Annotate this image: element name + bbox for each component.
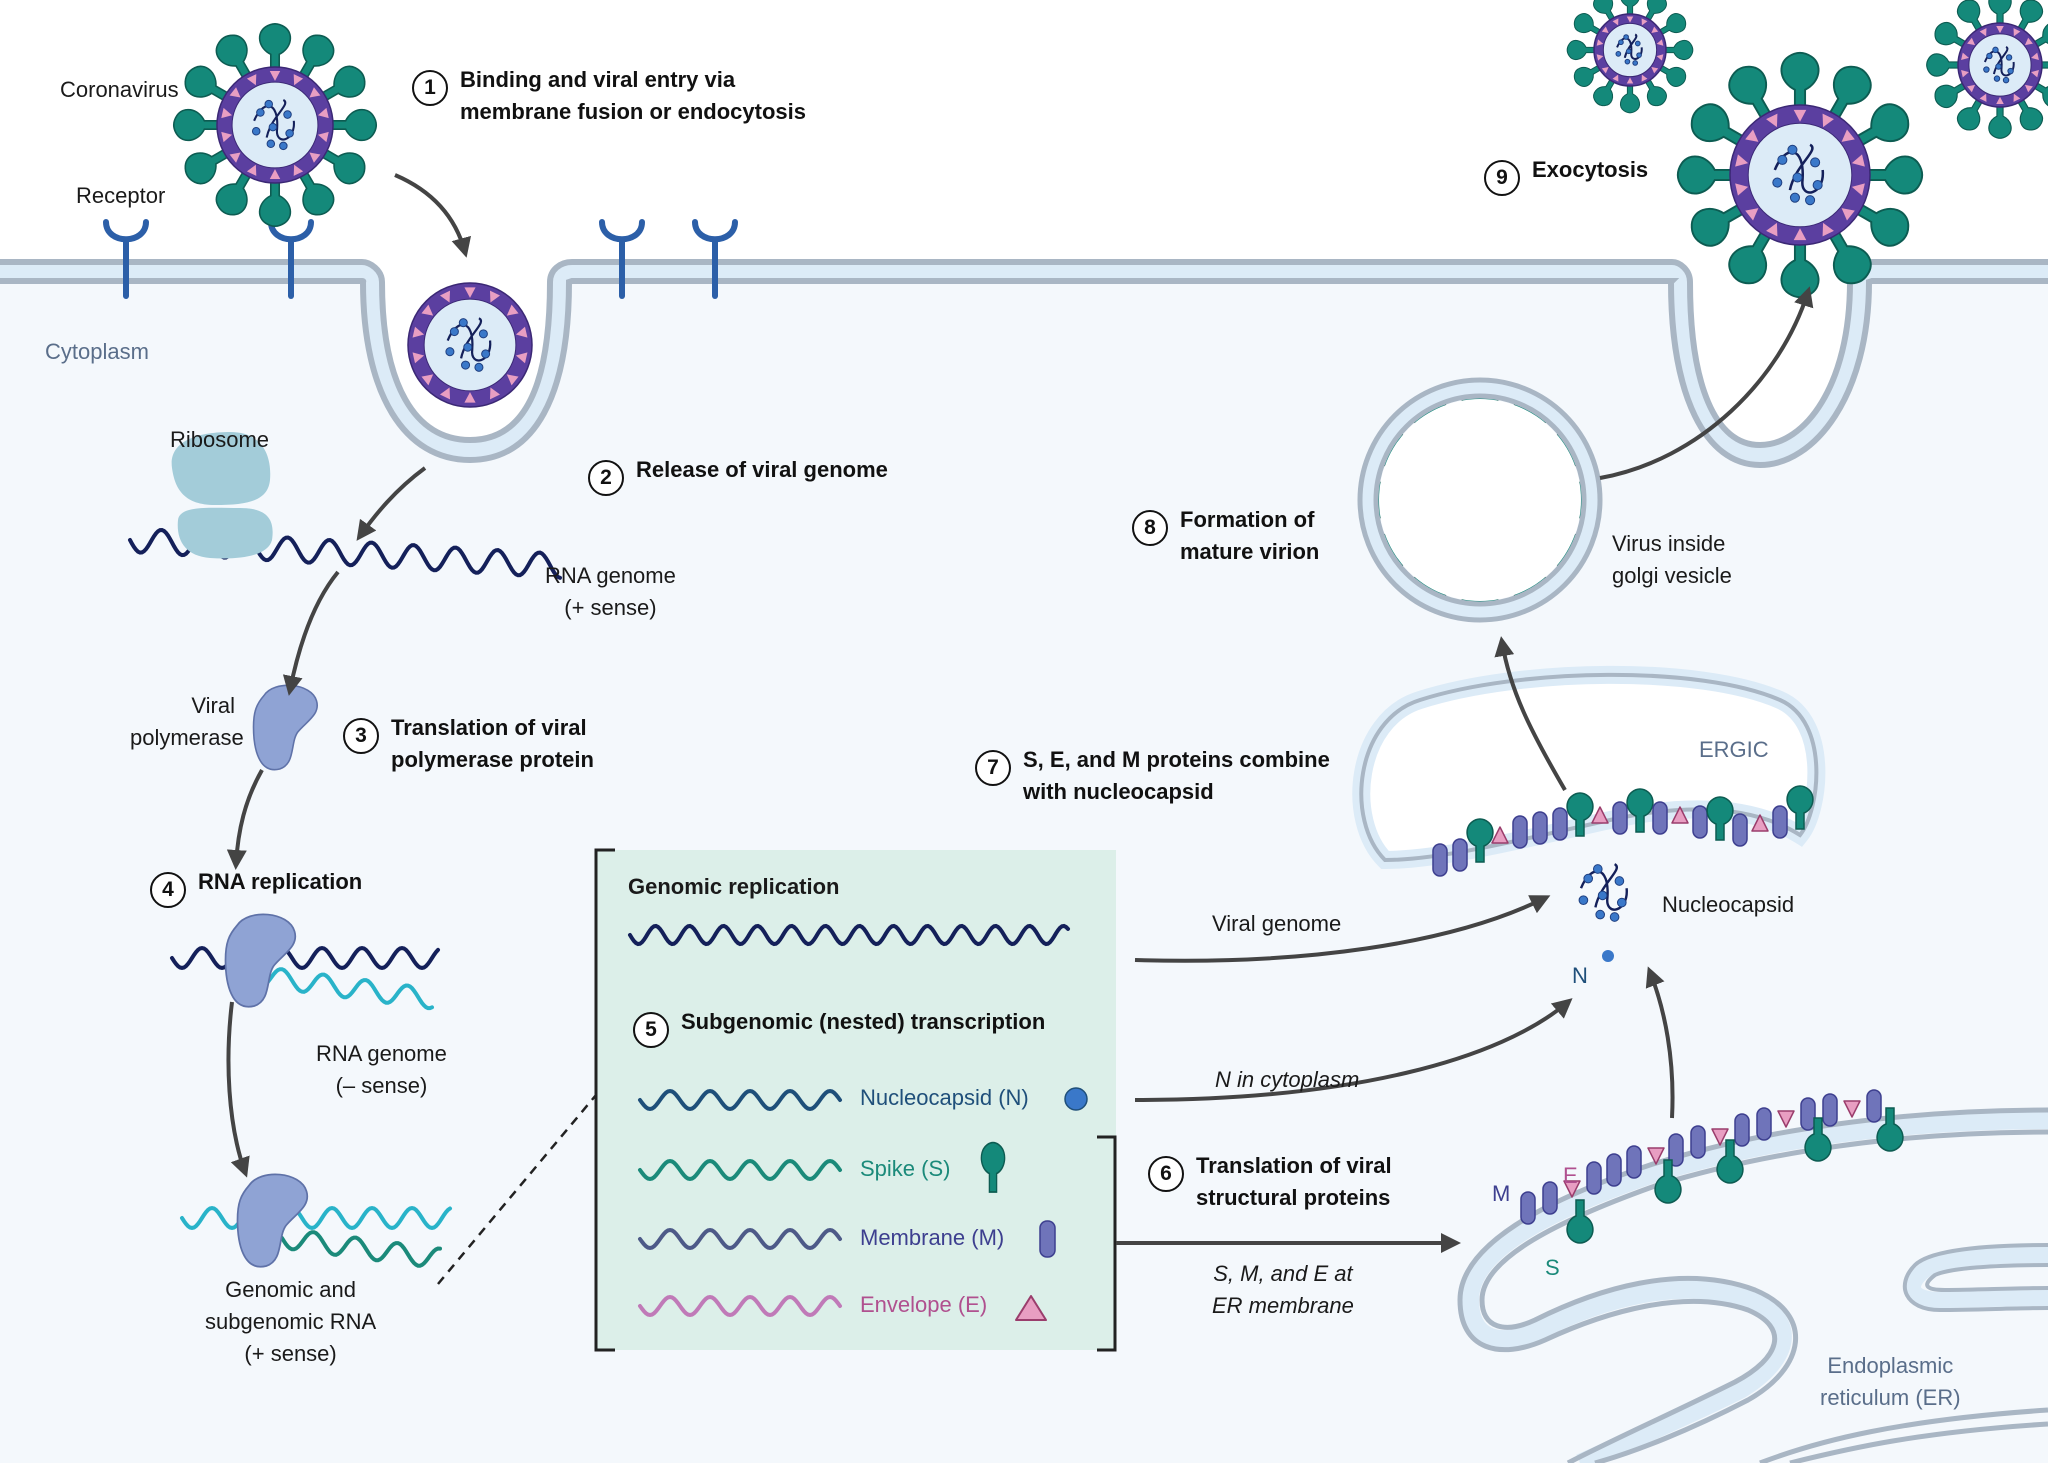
step-3: 3 Translation of viral polymerase protei… xyxy=(343,715,594,776)
step-text: Formation of mature virion xyxy=(1180,507,1320,564)
nucleocapsid-transcript-wave xyxy=(638,1088,842,1112)
step-number: 2 xyxy=(588,460,624,496)
plasma-membrane xyxy=(0,259,2048,469)
n-in-cytoplasm-label: N in cytoplasm xyxy=(1215,1067,1360,1092)
step-7: 7 S, E, and M proteins combine with nucl… xyxy=(975,747,1330,808)
rna-genome-plus-label: RNA genome (+ sense) xyxy=(545,563,676,620)
arrow-n-cytoplasm xyxy=(1134,998,1573,1102)
step-number: 1 xyxy=(412,70,448,106)
rna-genome-minus-label: RNA genome (– sense) xyxy=(316,1041,447,1098)
sme-at-er-label: S, M, and E at ER membrane xyxy=(1212,1261,1354,1318)
ribosome-label: Ribosome xyxy=(170,427,270,452)
step-text: Binding and viral entry via membrane fus… xyxy=(460,67,806,124)
polymerase-replication-icon xyxy=(224,913,297,1008)
step-6: 6 Translation of viral structural protei… xyxy=(1148,1153,1392,1214)
step-number: 4 xyxy=(150,872,186,908)
rna-template-strand xyxy=(170,945,440,971)
step-text: Release of viral genome xyxy=(636,457,888,482)
box-right-bracket xyxy=(1097,1135,1117,1352)
arrow-exocytosis xyxy=(1599,286,1814,480)
arrow-translation xyxy=(282,570,340,696)
rna-subgenomic-strand xyxy=(280,1230,442,1268)
coronavirus-icon xyxy=(172,22,378,228)
receptor-icon xyxy=(692,219,738,299)
arrow-entry xyxy=(394,173,471,258)
step-text: Subgenomic (nested) transcription xyxy=(681,1009,1046,1034)
transcription-box xyxy=(596,850,1116,1350)
endocytosed-virus-icon xyxy=(407,282,533,408)
step-text: Translation of viral polymerase protein xyxy=(391,715,594,772)
arrow-replication-down xyxy=(226,1001,250,1178)
er-m-label: M xyxy=(1492,1181,1511,1206)
arrow-release xyxy=(356,466,427,541)
exiting-virus-icon xyxy=(1676,51,1924,299)
er-label: Endoplasmic reticulum (ER) xyxy=(1820,1353,1961,1410)
released-virus-icon xyxy=(1926,0,2048,139)
step-9: 9 Exocytosis xyxy=(1484,157,1648,196)
genomic-replication-wave xyxy=(628,923,1070,947)
n-protein-dot xyxy=(1602,950,1614,962)
viral-polymerase-label: Viral polymerase xyxy=(130,693,244,750)
polymerase-transcription-icon xyxy=(236,1173,309,1268)
step-number: 6 xyxy=(1148,1156,1184,1192)
step-text: S, E, and M proteins combine with nucleo… xyxy=(1023,747,1330,804)
receptor-icons xyxy=(103,219,738,299)
ribosome-icon xyxy=(171,432,273,559)
coronavirus-label: Coronavirus xyxy=(60,77,179,102)
rna-genomic-strand xyxy=(180,1205,452,1231)
envelope-transcript-wave xyxy=(638,1294,842,1318)
step-text: Exocytosis xyxy=(1532,157,1649,182)
step-text: Translation of viral structural proteins xyxy=(1196,1153,1392,1210)
nucleocapsid-label: Nucleocapsid xyxy=(1662,892,1795,917)
step-1: 1 Binding and viral entry via membrane f… xyxy=(412,67,806,128)
arrow-er-to-nucleocapsid xyxy=(1645,966,1675,1119)
cytoplasm-label: Cytoplasm xyxy=(45,339,149,364)
viral-polymerase-icon xyxy=(252,684,319,771)
transcript-spike-label: Spike (S) xyxy=(860,1156,951,1181)
step-number: 8 xyxy=(1132,510,1168,546)
ergic-label: ERGIC xyxy=(1699,737,1769,762)
membrane-protein-icon xyxy=(1039,1220,1056,1258)
receptor-label: Receptor xyxy=(76,183,166,208)
membrane-transcript-wave xyxy=(638,1227,842,1251)
step-8: 8 Formation of mature virion xyxy=(1132,507,1319,568)
transcript-envelope-label: Envelope (E) xyxy=(860,1292,988,1317)
arrow-ergic-to-golgi xyxy=(1494,636,1567,792)
golgi-vesicle xyxy=(1357,377,1603,623)
box-left-bracket xyxy=(594,848,615,1352)
step-5: 5 Subgenomic (nested) transcription xyxy=(633,1009,1045,1048)
nucleocapsid-icon xyxy=(1578,863,1628,922)
transcript-nucleocapsid-label: Nucleocapsid (N) xyxy=(860,1085,1029,1110)
step-4: 4 RNA replication xyxy=(150,869,362,908)
nucleocapsid-icon xyxy=(1064,1087,1088,1111)
spike-transcript-wave xyxy=(638,1158,842,1182)
envelope-protein-icon xyxy=(1015,1295,1047,1321)
rna-minus-strand xyxy=(248,967,434,1011)
golgi-vesicle-label: Virus inside golgi vesicle xyxy=(1612,531,1732,588)
arrow-to-replication xyxy=(226,769,264,870)
step-2: 2 Release of viral genome xyxy=(588,457,888,496)
er-s-label: S xyxy=(1545,1255,1560,1280)
viral-genome-label: Viral genome xyxy=(1212,911,1342,936)
receptor-icon xyxy=(268,219,314,299)
transcript-membrane-label: Membrane (M) xyxy=(860,1225,1005,1250)
released-virus-icon xyxy=(1566,0,1694,114)
step-number: 3 xyxy=(343,718,379,754)
n-label: N xyxy=(1572,963,1588,988)
genomic-replication-title: Genomic replication xyxy=(628,874,840,899)
step-number: 7 xyxy=(975,750,1011,786)
step-number: 9 xyxy=(1484,160,1520,196)
genomic-subgenomic-label: Genomic and subgenomic RNA (+ sense) xyxy=(205,1277,377,1366)
flow-arrows xyxy=(226,173,1814,1253)
receptor-icon xyxy=(599,219,645,299)
step-text: RNA replication xyxy=(198,869,363,894)
arrow-viral-genome xyxy=(1134,895,1551,963)
step-number: 5 xyxy=(633,1012,669,1048)
er-e-label: E xyxy=(1563,1163,1578,1188)
receptor-icon xyxy=(103,219,149,299)
